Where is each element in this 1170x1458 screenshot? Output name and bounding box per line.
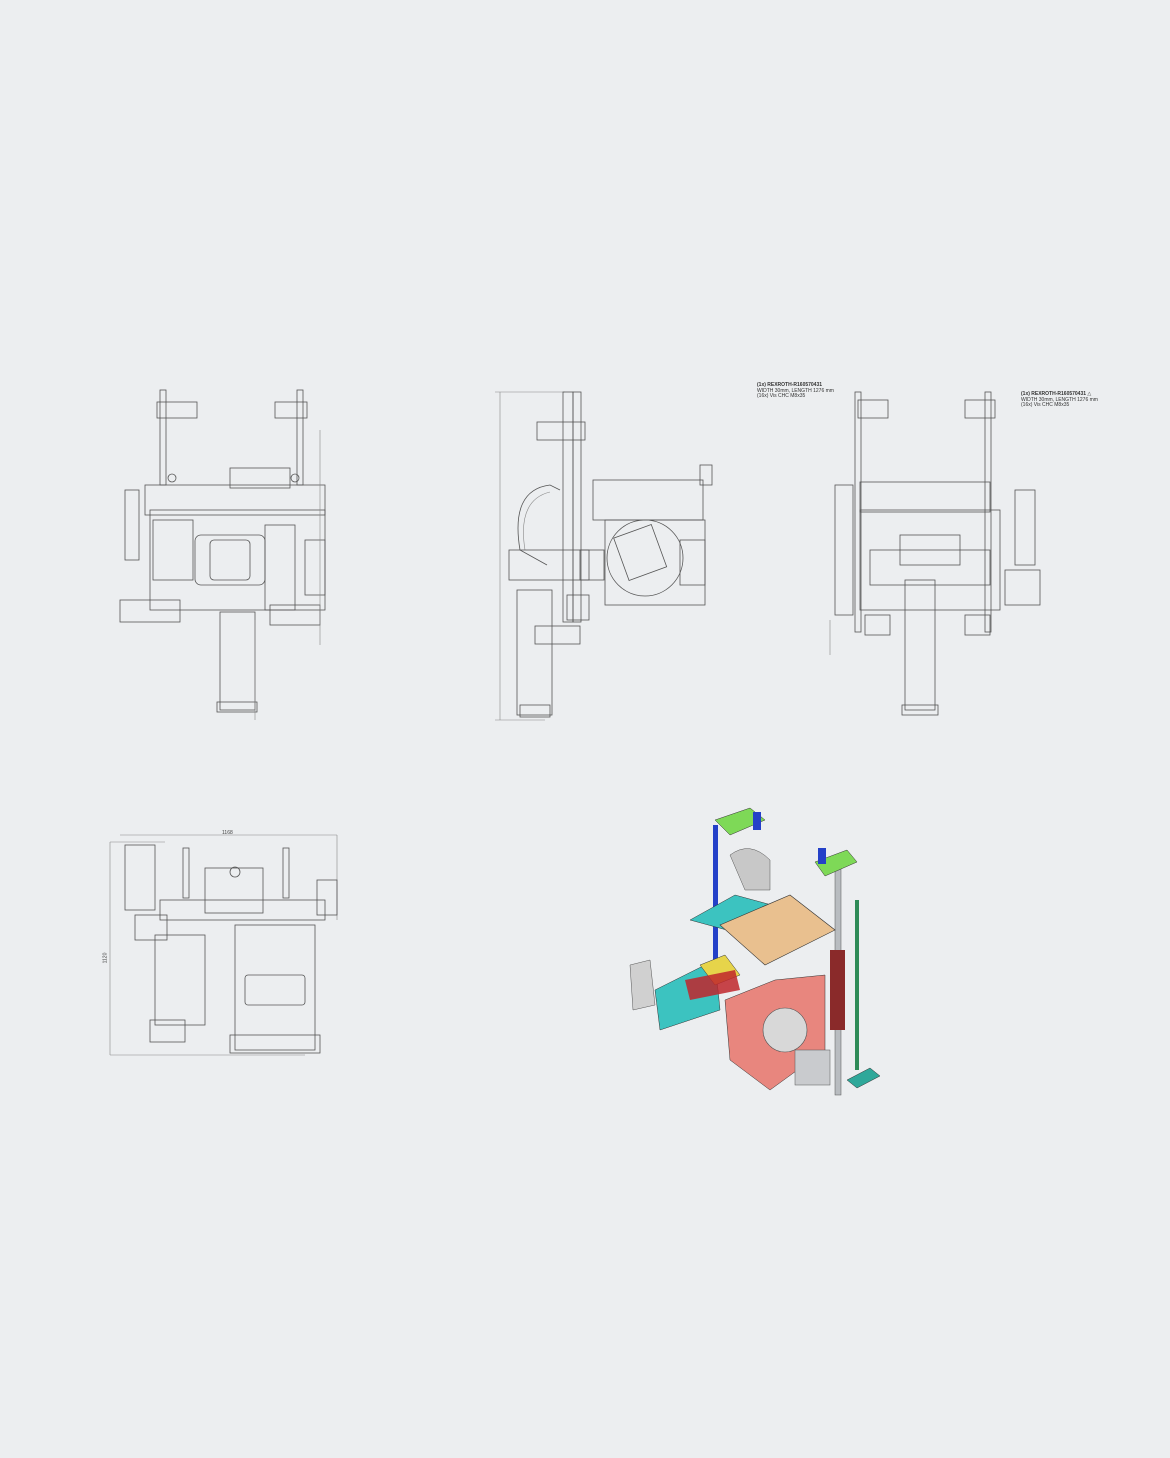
side-view-svg	[495, 391, 713, 721]
height-dimension: 1120	[102, 952, 109, 964]
side-view-drawing	[495, 390, 725, 725]
rail-callout-left: (1x) REXROTH-R160570431 WIDTH 30mm, LENG…	[757, 382, 834, 399]
isometric-svg	[629, 807, 881, 1096]
rail-callout-right: (1x) REXROTH-R160570431 △ WIDTH 30mm, LE…	[1021, 391, 1098, 408]
rear-view-drawing	[820, 390, 1050, 725]
warning-icon: △	[1087, 391, 1092, 397]
top-view-svg	[109, 834, 338, 1056]
front-view-drawing	[115, 389, 345, 725]
isometric-3d-render	[625, 800, 885, 1096]
front-view-svg	[119, 389, 326, 720]
width-dimension: 1168	[222, 830, 233, 836]
rear-view-svg	[829, 391, 1041, 716]
top-view-drawing	[105, 830, 345, 1060]
